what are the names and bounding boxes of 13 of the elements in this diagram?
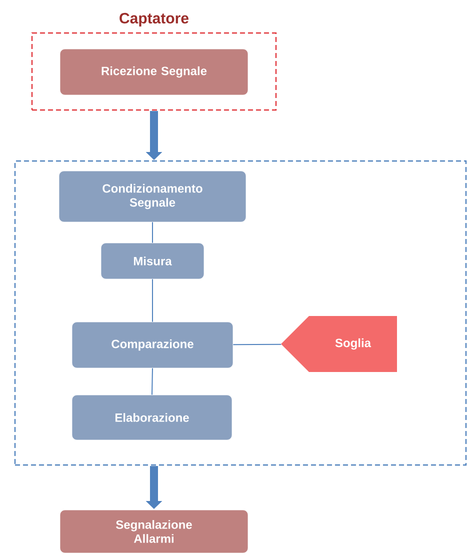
process-box: Ricezione Segnale [60, 48, 248, 96]
dashed-frame [14, 160, 467, 466]
process-box: Segnalazione Allarmi [60, 510, 248, 554]
connector-line [152, 222, 153, 244]
connector-line [152, 368, 153, 396]
connector-line [152, 278, 153, 322]
process-box: Comparazione [72, 322, 234, 368]
process-box: Elaborazione [72, 394, 232, 440]
connector-line [232, 344, 282, 346]
pentagon-tag: Soglia [281, 316, 397, 372]
process-box: Misura [100, 242, 204, 280]
group-title: Captatore [120, 12, 188, 26]
process-box: Condizionamento Segnale [58, 170, 246, 222]
